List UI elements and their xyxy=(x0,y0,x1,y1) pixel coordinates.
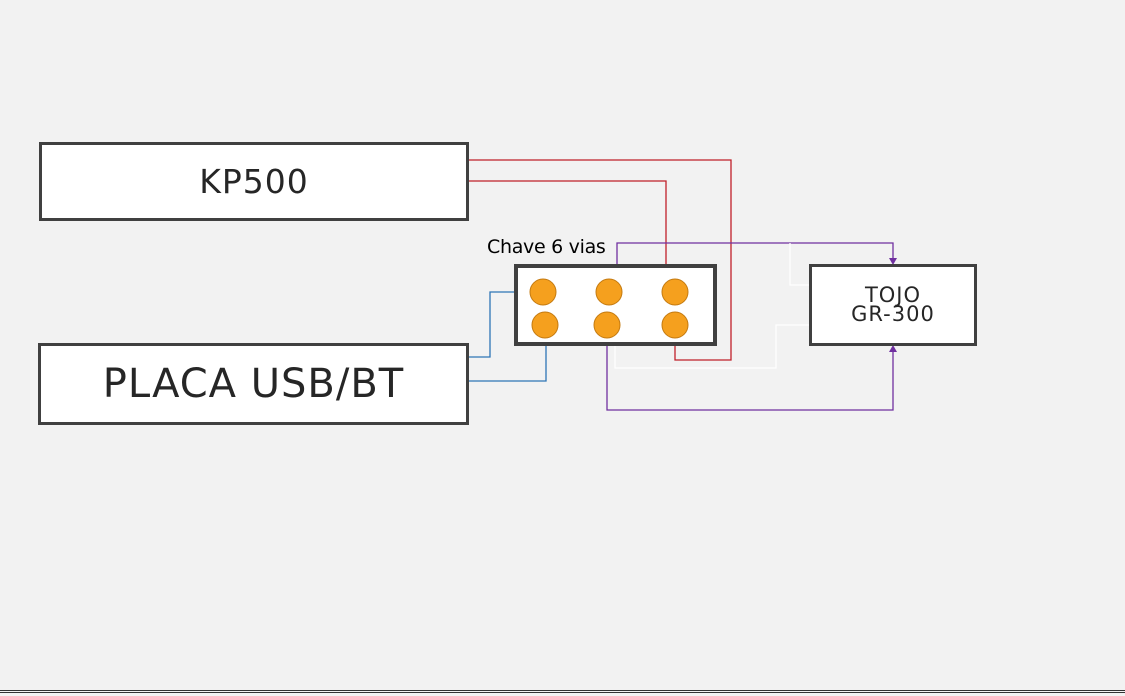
switch-pin xyxy=(595,278,623,306)
purple-wire-top xyxy=(616,242,894,282)
switch-pin xyxy=(593,311,621,339)
kp500-block: KP500 xyxy=(39,142,469,221)
kp500-label: KP500 xyxy=(199,162,309,201)
switch-label: Chave 6 vias xyxy=(487,236,606,258)
tojo-block: TOJO GR-300 xyxy=(809,264,977,346)
bottom-divider xyxy=(0,690,1125,693)
arrow-head-bottom xyxy=(889,345,897,352)
tojo-label-line1: TOJO xyxy=(864,283,922,307)
red-wire-outer xyxy=(441,159,732,361)
placa-usb-bt-block: PLACA USB/BT xyxy=(38,343,469,425)
blue-wire-upper xyxy=(451,291,531,358)
blue-wire-lower xyxy=(467,338,547,382)
switch-pin xyxy=(529,278,557,306)
placa-label: PLACA USB/BT xyxy=(102,361,405,407)
switch-pin xyxy=(661,311,689,339)
switch-pin xyxy=(661,278,689,306)
red-wire-inner xyxy=(432,180,667,293)
white-wire-bottom xyxy=(614,324,815,369)
purple-wire-bottom xyxy=(606,336,894,411)
switch-pin xyxy=(531,311,559,339)
tojo-label-line2: GR-300 xyxy=(851,302,935,326)
arrow-head-top xyxy=(889,258,897,265)
